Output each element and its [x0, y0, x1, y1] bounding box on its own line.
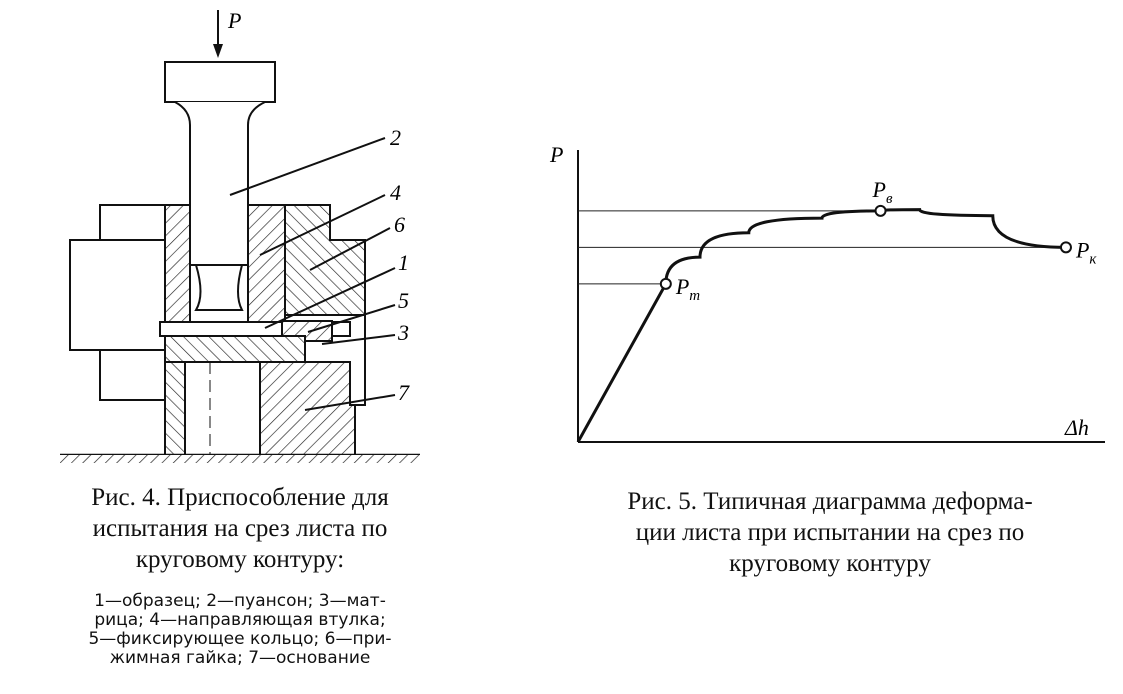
part-number-1: 1 — [398, 250, 409, 275]
point-marker — [874, 204, 887, 217]
x-axis-label: Δh — [1064, 415, 1089, 440]
fig4-caption-line: круговому контуру: — [135, 546, 345, 573]
point-marker — [659, 277, 672, 290]
part-number-2: 2 — [390, 125, 401, 150]
fig4-legend-line: жимная гайка; 7—основание — [109, 648, 371, 668]
fig4-legend-line: 5—фиксирующее кольцо; 6—при- — [88, 629, 392, 649]
fig4-caption-line: Рис. 4. Приспособление для — [91, 484, 389, 511]
punch-tip — [194, 264, 244, 311]
point-marker — [1059, 241, 1072, 254]
fig5-caption: Рис. 5. Типичная диаграмма деформа- ции … — [565, 486, 1095, 579]
part-number-4: 4 — [390, 180, 401, 205]
punch-head — [164, 61, 276, 103]
point-label: Pв — [872, 177, 893, 207]
force-label: P — [227, 10, 241, 33]
fig4-caption-line: испытания на срез листа по — [92, 515, 388, 542]
fig5-caption-line: круговому контуру — [729, 550, 931, 577]
die — [164, 335, 306, 363]
point-label: Pк — [1075, 237, 1097, 267]
base — [259, 361, 356, 456]
fig4-fixture-drawing: P 2 4 6 1 5 3 7 — [60, 10, 420, 463]
y-axis-label: P — [549, 142, 563, 167]
part-number-5: 5 — [398, 288, 409, 313]
fig5-caption-line: ции листа при испытании на срез по — [635, 519, 1025, 546]
part-number-6: 6 — [394, 212, 405, 237]
fig5-caption-line: Рис. 5. Типичная диаграмма деформа- — [627, 488, 1033, 515]
fig4-caption: Рис. 4. Приспособление для испытания на … — [20, 482, 460, 575]
fig4-legend-line: рица; 4—направляющая втулка; — [94, 610, 386, 630]
part-number-3: 3 — [397, 320, 409, 345]
part-number-7: 7 — [398, 380, 410, 405]
deformation-curve — [576, 208, 1066, 443]
clamp-nut — [284, 204, 366, 316]
left-block — [69, 239, 166, 351]
fig4-legend: 1—образец; 2—пуансон; 3—мат- рица; 4—нап… — [30, 592, 450, 668]
point-label: Pт — [675, 274, 700, 304]
guide-bush — [164, 204, 191, 331]
fig4-legend-line: 1—образец; 2—пуансон; 3—мат- — [94, 591, 386, 611]
